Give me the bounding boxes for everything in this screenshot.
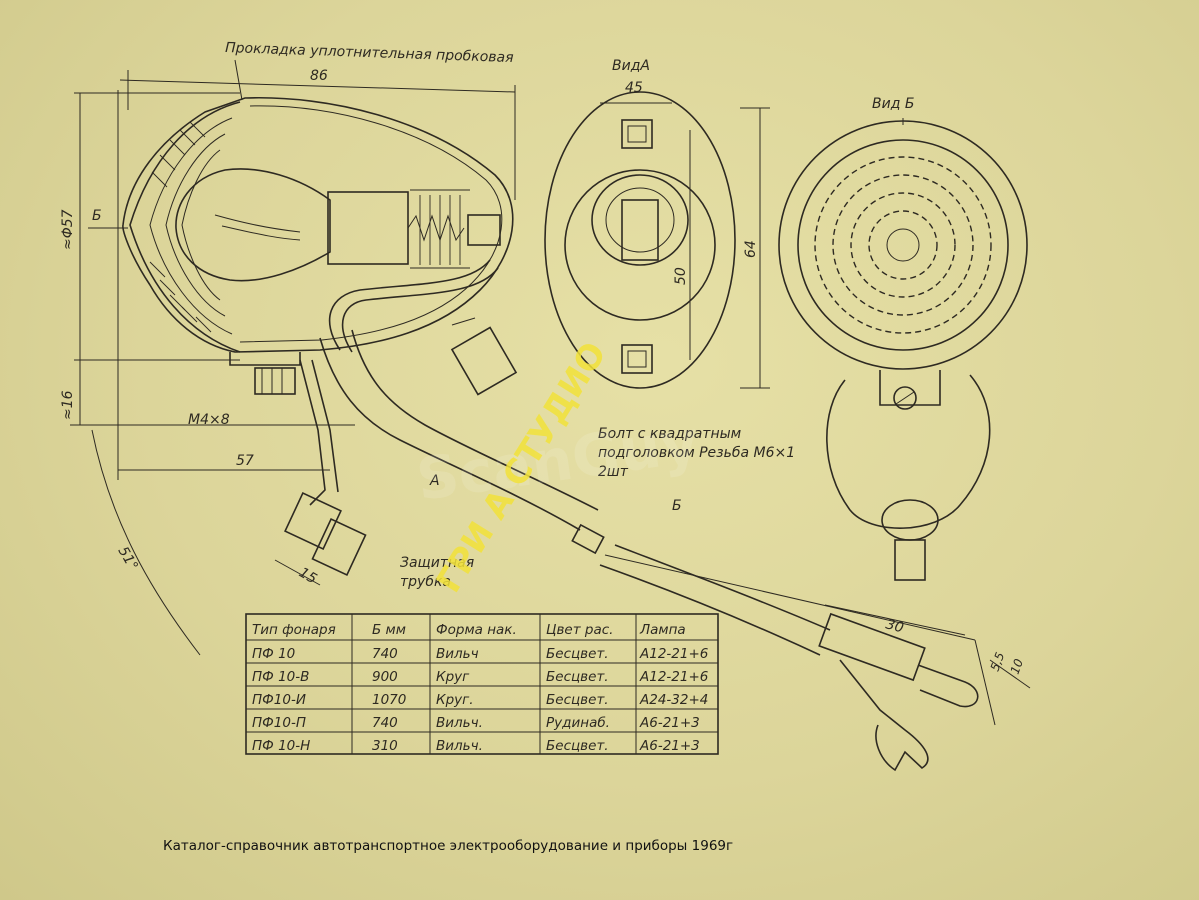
table-cell: А24-32+4 <box>639 692 708 708</box>
view-b-arrow-label: Б <box>92 208 102 224</box>
bulb-socket <box>327 191 409 265</box>
table-text: Тип фонаря Б мм Форма нак. Цвет рас. ЛампаПФ… <box>252 622 708 754</box>
table-cell: 740 <box>372 646 398 662</box>
bolt-note-2: подголовком Резьба М6×1 <box>598 445 795 461</box>
view-a <box>544 91 770 389</box>
dimensions-main <box>70 70 1031 726</box>
dim-10: 10 <box>1008 657 1027 676</box>
table-header-cell: Б мм <box>372 622 406 638</box>
table-cell: Бесцвет. <box>546 692 609 708</box>
label-gasket: Прокладка уплотнительная пробковая <box>225 40 514 66</box>
lamp-table <box>245 613 719 755</box>
view-b <box>778 118 1028 581</box>
caption: Каталог-справочник автотранспортное элек… <box>163 838 734 854</box>
lamp-section-view <box>122 59 514 395</box>
dim-15: 15 <box>296 565 320 588</box>
m4-screw <box>254 367 296 395</box>
table-cell: А6-21+3 <box>639 715 700 731</box>
cable-b <box>599 544 979 772</box>
lens-hatching <box>149 121 212 333</box>
table-cell: ПФ10-П <box>252 715 306 731</box>
contact-spring <box>407 214 465 242</box>
mounting-bracket <box>284 359 367 577</box>
view-b-title: Вид Б <box>872 96 914 112</box>
view-a-title: ВидА <box>612 58 650 74</box>
bulb-glass <box>175 168 331 282</box>
dim-phi57: ≈Φ57 <box>60 209 76 250</box>
protect-note-2: трубка <box>400 574 451 590</box>
table-cell: Круг. <box>436 692 474 708</box>
table-cell: А12-21+6 <box>639 669 708 685</box>
protect-note-1: Защитная <box>400 555 474 571</box>
table-header-cell: Форма нак. <box>436 622 517 638</box>
tube-a-label: А <box>429 473 440 489</box>
table-cell: 1070 <box>372 692 406 708</box>
table-cell: ПФ10-И <box>252 692 306 708</box>
table-cell: А6-21+3 <box>639 738 700 754</box>
dim-30: 30 <box>884 616 905 636</box>
dim-57: 57 <box>236 453 254 469</box>
table-cell: ПФ 10-Н <box>252 738 310 754</box>
table-cell: А12-21+6 <box>639 646 708 662</box>
table-cell: Бесцвет. <box>546 738 609 754</box>
bolt-note-3: 2шт <box>598 464 629 480</box>
dim-50: 50 <box>673 267 689 285</box>
table-cell: 310 <box>372 738 398 754</box>
view-a-outline <box>544 91 736 389</box>
table-cell: Бесцвет. <box>546 669 609 685</box>
view-b-lens <box>778 120 1028 370</box>
cable-b-label: Б <box>672 498 682 514</box>
label-screw: M4×8 <box>188 412 230 428</box>
table-cell: ПФ 10-В <box>252 669 309 685</box>
table-cell: 740 <box>372 715 398 731</box>
table-header-cell: Лампа <box>639 622 686 638</box>
table-cell: Бесцвет. <box>546 646 609 662</box>
table-cell: Рудинаб. <box>546 715 610 731</box>
dim-45: 45 <box>625 80 643 96</box>
table-cell: Вильч. <box>436 738 483 754</box>
table-cell: 900 <box>372 669 398 685</box>
table-cell: Вильч <box>436 646 479 662</box>
lens-outline <box>129 101 241 353</box>
protective-tube <box>319 317 605 555</box>
dim-86: 86 <box>310 68 328 84</box>
housing-outline <box>122 96 514 353</box>
square-bolt-bottom <box>621 344 653 374</box>
table-header-cell: Цвет рас. <box>546 622 613 638</box>
angle-51: 51° <box>115 544 141 574</box>
dim-5-5: 5,5 <box>988 650 1008 673</box>
labels: Прокладка уплотнительная пробковая 86 ≈Φ… <box>60 40 1026 676</box>
dim-64: 64 <box>743 240 759 258</box>
dim-16: ≈16 <box>60 390 76 420</box>
table-cell: Круг <box>436 669 470 685</box>
view-b-bracket <box>826 374 991 529</box>
table-cell: ПФ 10 <box>252 646 295 662</box>
housing-inner <box>239 105 503 343</box>
table-header-cell: Тип фонаря <box>252 622 336 638</box>
table-cell: Вильч. <box>436 715 483 731</box>
bolt-note-1: Болт с квадратным <box>598 426 742 442</box>
square-bolt-top <box>621 119 653 149</box>
